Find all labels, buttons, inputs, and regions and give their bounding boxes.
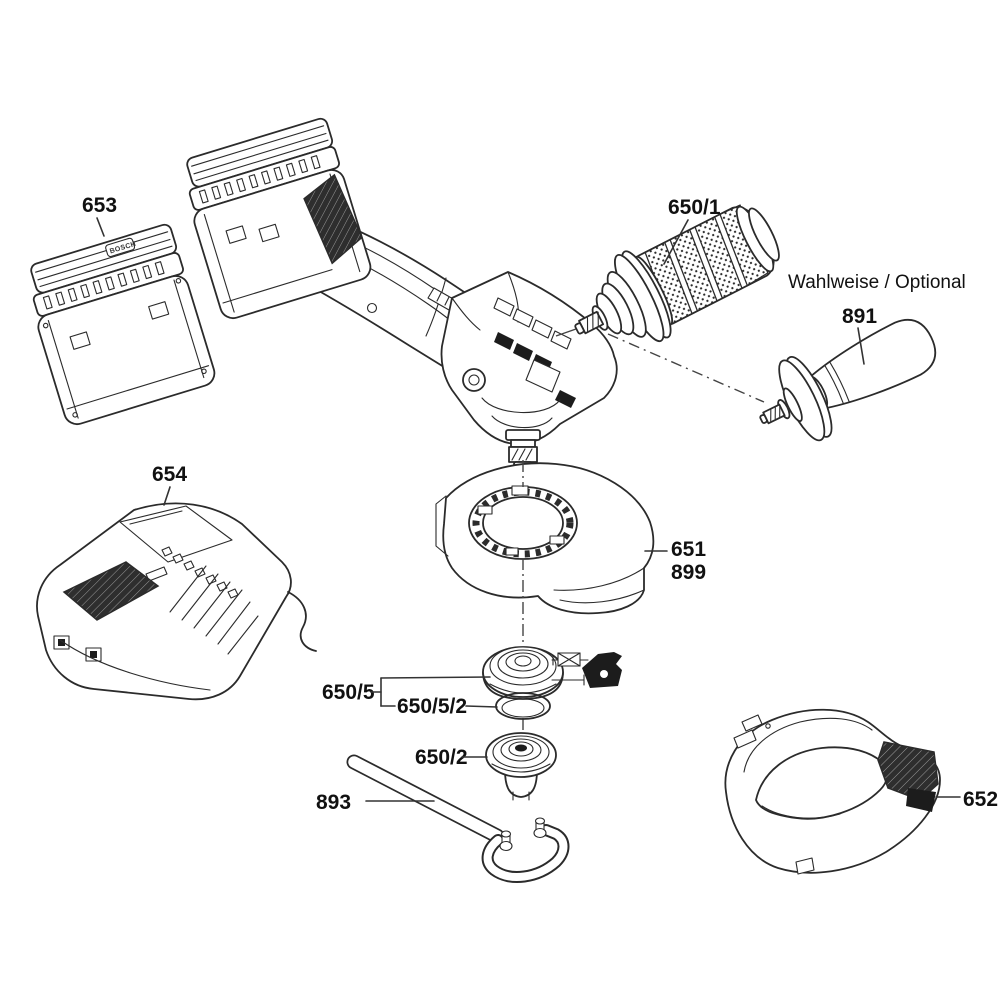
label-wheel-guard-alt: 899 bbox=[671, 561, 706, 584]
label-side-handle: 650/1 bbox=[668, 196, 721, 219]
wrench-pin bbox=[499, 830, 513, 852]
label-cutting-guard: 652 bbox=[963, 788, 998, 811]
threaded-stud bbox=[759, 403, 786, 425]
clamp-flange-drawing bbox=[482, 646, 564, 700]
label-charger: 654 bbox=[152, 463, 187, 486]
threaded-stud bbox=[574, 310, 605, 335]
gear-head bbox=[440, 271, 618, 445]
label-optional-note: Wahlweise / Optional bbox=[788, 272, 966, 293]
clamp-band-teeth bbox=[472, 488, 574, 558]
mounting-axis-line bbox=[555, 328, 765, 403]
label-wheel-guard: 651 bbox=[671, 538, 706, 561]
battery-pack-drawing: BOSCH bbox=[30, 223, 216, 426]
label-aux-handle: 891 bbox=[842, 305, 877, 328]
leader-side-handle bbox=[663, 219, 689, 265]
bracket-clamp-flange bbox=[370, 676, 491, 707]
leader-battery bbox=[96, 217, 105, 237]
power-cord bbox=[287, 591, 317, 652]
label-pin-wrench: 893 bbox=[316, 791, 351, 814]
label-backing-flange: 650/2 bbox=[415, 746, 468, 769]
pin-wrench-drawing bbox=[346, 754, 570, 883]
charger-drawing bbox=[36, 502, 317, 701]
aux-handle-drawing bbox=[759, 318, 937, 442]
grip-pad bbox=[719, 204, 769, 287]
grip-pad bbox=[669, 228, 718, 312]
brand-badge bbox=[105, 237, 136, 258]
angle-grinder-drawing bbox=[186, 117, 618, 470]
side-handle-drawing bbox=[574, 204, 780, 343]
leader-aux-handle bbox=[857, 327, 865, 365]
leader-o-ring bbox=[465, 705, 498, 708]
wrench-pin bbox=[533, 817, 547, 839]
charger-contact-block bbox=[62, 561, 160, 621]
leader-charger bbox=[163, 486, 171, 506]
clamp-direction-icon bbox=[551, 652, 622, 688]
wheel-guard-drawing bbox=[435, 462, 655, 615]
labels: 653 650/1 Wahlweise / Optional 891 654 6… bbox=[82, 194, 998, 814]
label-battery: 653 bbox=[82, 194, 117, 217]
label-clamp-flange-set: 650/5 bbox=[322, 681, 375, 704]
cutting-guard-drawing bbox=[724, 708, 941, 875]
o-ring-drawing bbox=[495, 692, 551, 720]
tool-battery bbox=[186, 117, 372, 320]
grip-pad bbox=[694, 216, 743, 300]
backing-flange-drawing bbox=[485, 732, 557, 801]
grip-inlay-mesh bbox=[303, 173, 363, 265]
label-o-ring: 650/5/2 bbox=[397, 695, 467, 718]
